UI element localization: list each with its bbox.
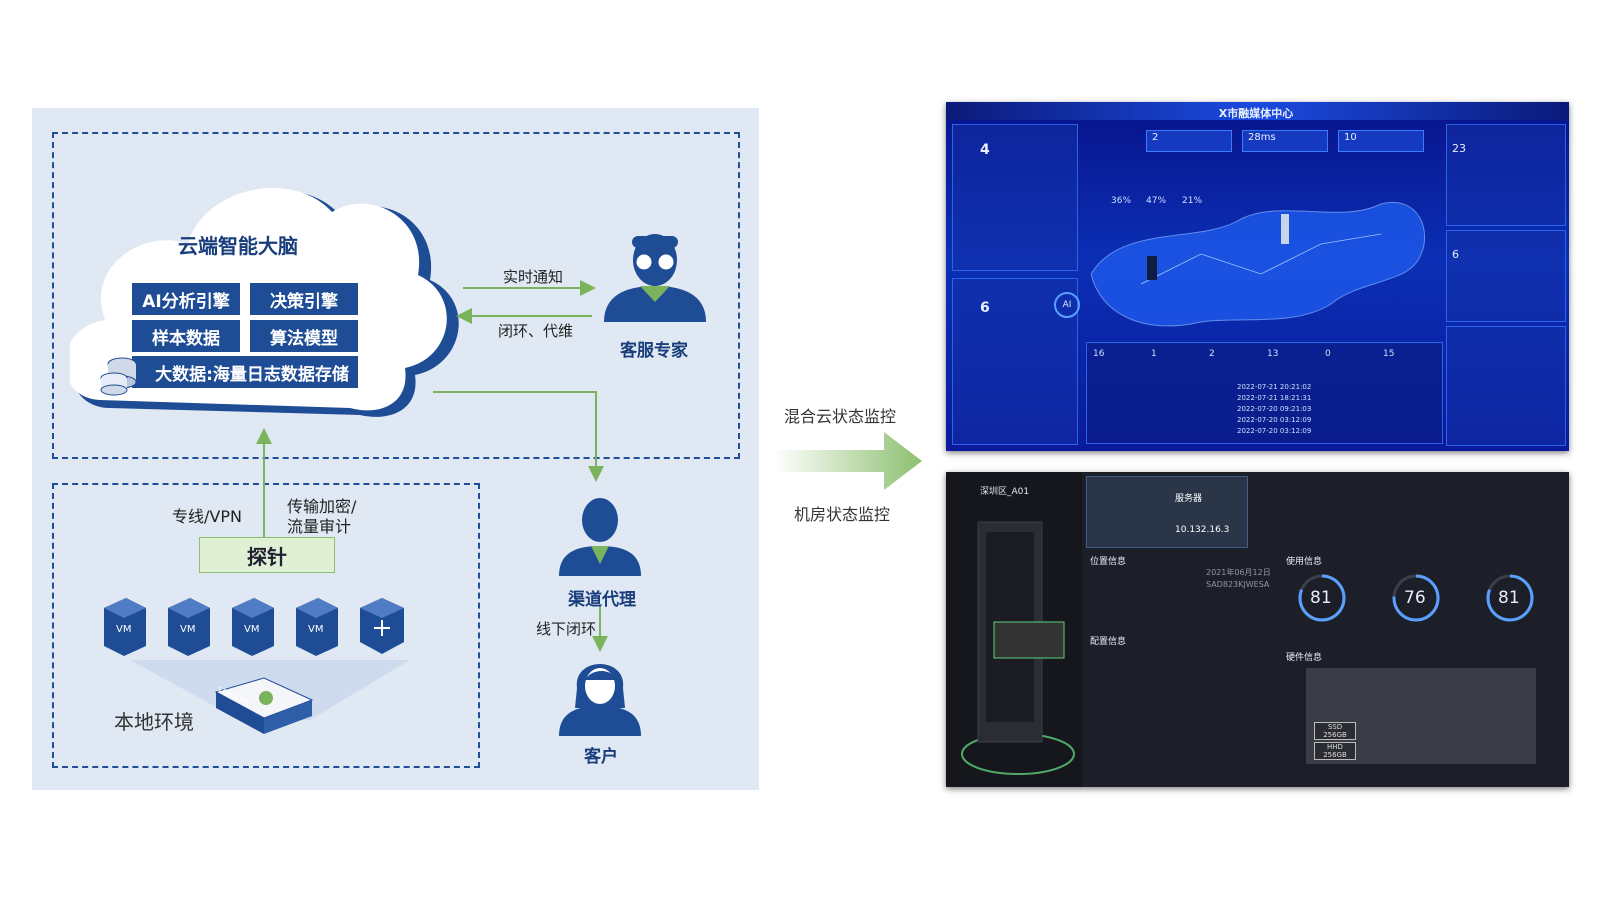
- alert-date-1: 2022-07-21 20:21:02: [1237, 383, 1312, 391]
- section-position: 位置信息: [1090, 557, 1127, 567]
- date-value: 2021年06月12日: [1206, 568, 1271, 577]
- top-stats-row: 2 28ms 10: [1086, 130, 1436, 154]
- ai-engine-box: AI分析引擎: [132, 283, 240, 315]
- svg-text:VM: VM: [116, 624, 131, 635]
- gauge-value-1: 81: [1310, 588, 1332, 608]
- vm-icon: VM: [168, 598, 210, 656]
- gauge-value-2: 76: [1404, 588, 1426, 608]
- vm-icon: VM: [232, 598, 274, 656]
- alert-date-3: 2022-07-20 09:21:03: [1237, 405, 1312, 413]
- svg-text:VM: VM: [244, 624, 259, 635]
- local-env-label: 本地环境: [114, 710, 194, 734]
- section-config: 配置信息: [1090, 637, 1127, 647]
- right-count: 23: [1452, 142, 1466, 155]
- hybrid-cloud-dashboard: X市融媒体中心 2 28ms 10 4 6 AI 36% 47% 21% 16 …: [946, 102, 1569, 451]
- percent-2: 47%: [1146, 196, 1167, 206]
- rack-label: 深圳区_A01: [980, 487, 1030, 497]
- server-rack-visual: [961, 521, 1075, 775]
- hybrid-cloud-monitor-label: 混合云状态监控: [784, 407, 897, 426]
- svg-text:VM: VM: [308, 624, 323, 635]
- table-count-6: 15: [1383, 349, 1395, 359]
- database-icon: [100, 357, 137, 396]
- alert-date-4: 2022-07-20 03:12:09: [1237, 416, 1312, 424]
- appliance-icon: [214, 677, 314, 734]
- machine-room-monitor-label: 机房状态监控: [794, 505, 891, 524]
- right-mid-card: [1446, 230, 1566, 322]
- hardware-panel: SSD 256GB HHD 256GB: [1306, 668, 1536, 764]
- alert-table: 16 1 2 13 0 15 2022-07-21 20:21:02 2022-…: [1086, 342, 1443, 444]
- section-usage: 使用信息: [1286, 557, 1323, 567]
- percent-1: 36%: [1111, 196, 1132, 206]
- big-data-storage-box: 大数据:海量日志数据存储: [132, 356, 358, 388]
- usage-gauges: [1298, 574, 1534, 622]
- serial-value: SAD823KJWESA: [1206, 580, 1270, 589]
- server-ip: 10.132.16.3: [1175, 525, 1230, 535]
- closed-loop-label: 闭环、代维: [498, 322, 574, 340]
- stat-value-1: 2: [1152, 132, 1159, 143]
- local-zone-border: [52, 483, 480, 768]
- agent-person-icon: [559, 498, 641, 576]
- ssd-slot: SSD 256GB: [1314, 722, 1356, 740]
- server-title: 服务器: [1175, 494, 1203, 504]
- dashboard-title: X市融媒体中心: [1218, 107, 1294, 120]
- gauge-value-3: 81: [1498, 588, 1520, 608]
- vm-icon: VM: [296, 598, 338, 656]
- table-count-4: 13: [1267, 349, 1279, 359]
- hdd-slot: HHD 256GB: [1314, 742, 1356, 760]
- cloud-title: 云端智能大脑: [178, 234, 298, 258]
- switch-icon: [360, 598, 404, 654]
- encryption-label-2: 流量审计: [287, 517, 352, 536]
- map-visual: [1090, 201, 1426, 327]
- expert-person-icon: [604, 234, 706, 322]
- alert-date-2: 2022-07-21 18:21:31: [1237, 394, 1312, 402]
- agent-label: 渠道代理: [568, 590, 636, 610]
- customer-label: 客户: [584, 747, 618, 767]
- left-count-1: 4: [980, 142, 990, 158]
- expert-label: 客服专家: [620, 341, 688, 361]
- left-count-2: 6: [980, 300, 990, 316]
- vpn-label: 专线/VPN: [172, 507, 242, 526]
- ai-badge: AI: [1054, 292, 1080, 318]
- alert-date-5: 2022-07-20 03:12:09: [1237, 427, 1312, 435]
- cloud-zone-border: [52, 132, 740, 459]
- offline-loop-label: 线下闭环: [536, 620, 597, 638]
- table-count-1: 16: [1093, 349, 1105, 359]
- table-count-5: 0: [1325, 349, 1331, 359]
- right-bottom-card: [1446, 326, 1566, 446]
- section-hardware: 硬件信息: [1286, 653, 1323, 663]
- appliance-glow: [130, 660, 410, 734]
- algorithm-model-box: 算法模型: [250, 320, 358, 352]
- table-count-2: 1: [1151, 349, 1157, 359]
- encryption-label-1: 传输加密/: [287, 497, 357, 516]
- customer-person-icon: [559, 664, 641, 736]
- big-green-arrow: [774, 432, 922, 490]
- svg-text:VM: VM: [180, 624, 195, 635]
- left-top-card: [952, 124, 1078, 271]
- probe-box: 探针: [199, 537, 335, 573]
- machine-room-dashboard: 深圳区_A01 服务器 10.132.16.3 位置信息 2021年06月12日…: [946, 472, 1569, 787]
- stat-value-3: 10: [1344, 132, 1357, 143]
- right-count-2: 6: [1452, 248, 1459, 261]
- realtime-notice-label: 实时通知: [503, 268, 564, 286]
- right-top-card: [1446, 124, 1566, 226]
- vm-icon: VM: [104, 598, 146, 656]
- decision-engine-box: 决策引擎: [250, 283, 358, 315]
- server-card: 服务器 10.132.16.3: [1086, 476, 1248, 548]
- flow-arrows: [256, 280, 608, 652]
- dashboard-header: [946, 102, 1569, 120]
- table-count-3: 2: [1209, 349, 1215, 359]
- percent-3: 21%: [1182, 196, 1203, 206]
- stat-value-2: 28ms: [1248, 132, 1276, 143]
- sample-data-box: 样本数据: [132, 320, 240, 352]
- vm-row: VM VM VM VM: [104, 598, 404, 656]
